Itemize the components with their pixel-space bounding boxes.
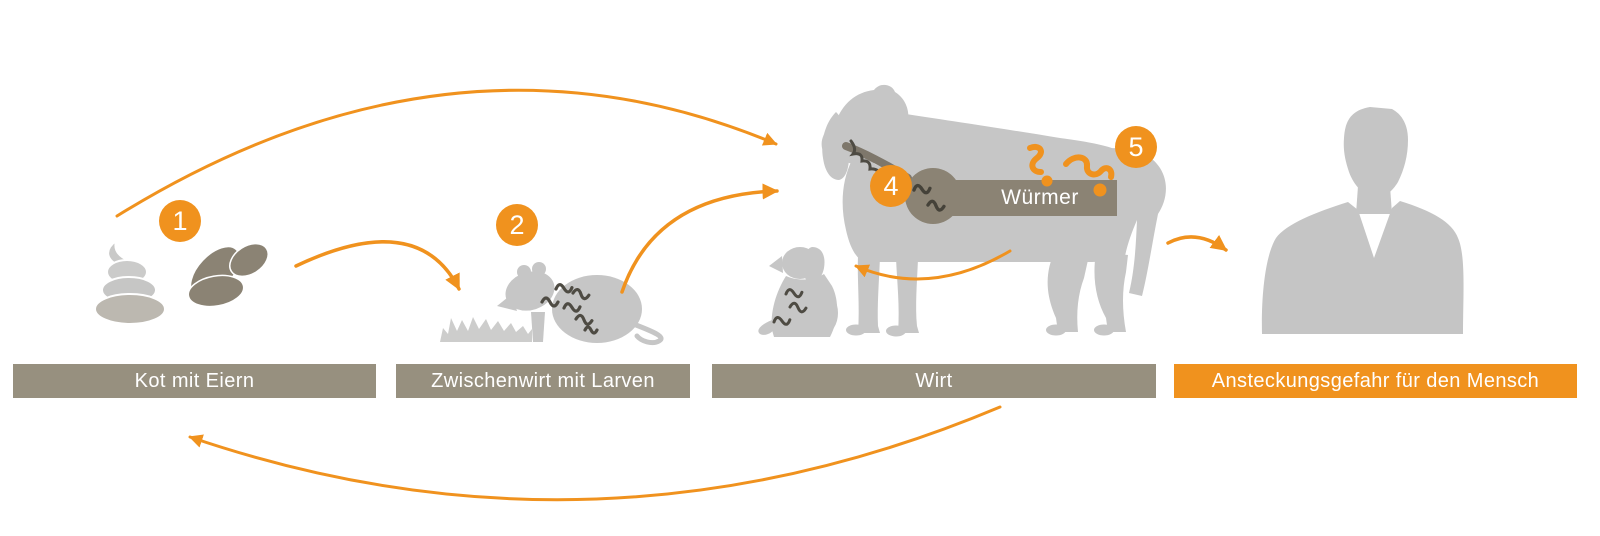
arrow-dog-to-puppy (854, 249, 1012, 281)
orange-worms-icon (1027, 144, 1115, 197)
worms-band (933, 180, 1117, 216)
arrow-mouse-to-dog (620, 183, 779, 294)
label-bar-zwischenwirt: Zwischenwirt mit Larven (396, 364, 690, 398)
arrow-dog-to-human (1166, 234, 1228, 252)
arrow-feces-to-dog (115, 88, 778, 218)
step-badge-4: 4 (870, 165, 912, 207)
step-badge-2: 2 (496, 204, 538, 246)
worms-band-label: Würmer (1001, 186, 1079, 209)
arrow-host-back-to-feces (188, 405, 1002, 502)
arrow-feces-to-mouse (294, 240, 461, 291)
label-bar-wirt: Wirt (712, 364, 1156, 398)
step-badge-1: 1 (159, 200, 201, 242)
feces-icon (94, 238, 166, 325)
label-bar-ansteckungsgefahr: Ansteckungsgefahr für den Mensch (1174, 364, 1577, 398)
grass-icon (440, 317, 532, 342)
stomach-with-worms-icon (905, 168, 961, 224)
mouse-icon (497, 262, 664, 346)
label-bar-kot-mit-eiern: Kot mit Eiern (13, 364, 376, 398)
curved-arrow-icon (115, 88, 1228, 502)
larvae-squiggle-icon (540, 283, 599, 335)
step-badge-5: 5 (1115, 126, 1157, 168)
worm-eggs-icon (187, 242, 269, 308)
puppy-icon (758, 247, 838, 337)
person-icon (1261, 107, 1464, 334)
